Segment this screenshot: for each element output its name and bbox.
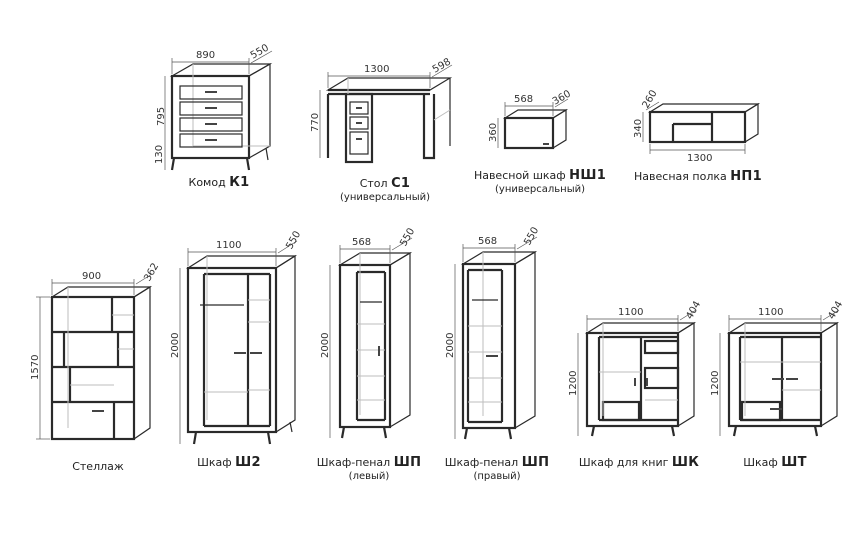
wall-cabinet-nsh1-width-dim: 568 <box>514 94 533 105</box>
caption-cabinet-sht: Шкаф ШТ <box>743 455 807 470</box>
caption-name: Комод <box>188 176 226 189</box>
caption-code: ШК <box>671 455 700 470</box>
caption-desk-c1: Стол С1 (универсальный) <box>340 176 430 204</box>
wall-cabinet-nsh1-height-dim: 360 <box>488 123 499 142</box>
bookcase-shk-depth-dim: 404 <box>684 299 703 321</box>
bookcase-shk-drawing: 1100 404 1200 <box>568 299 703 437</box>
caption-sub: (универсальный) <box>495 184 585 195</box>
caption-name: Шкаф <box>743 456 778 469</box>
dresser-k1-drawing: 890 550 795 130 <box>154 43 273 171</box>
caption-name: Шкаф-пенал <box>316 456 391 469</box>
pencil-case-left-depth-dim: 550 <box>398 226 417 248</box>
wall-shelf-np1-depth-dim: 260 <box>641 88 660 110</box>
desk-c1-depth-dim: 598 <box>431 57 453 76</box>
caption-code: ШТ <box>781 455 807 470</box>
cabinet-sht-drawing: 1100 404 1200 <box>710 299 845 437</box>
caption-code: НШ1 <box>569 168 607 183</box>
caption-sub: (левый) <box>348 471 390 482</box>
pencil-case-right-drawing: 568 550 2000 <box>445 225 541 440</box>
caption-code: ШП <box>521 455 550 470</box>
caption-name: Навесной шкаф <box>473 169 566 182</box>
caption-sub: (правый) <box>473 471 521 482</box>
desk-c1-height-dim: 770 <box>310 113 321 132</box>
cabinet-sht-depth-dim: 404 <box>826 299 845 321</box>
pencil-case-right-width-dim: 568 <box>478 236 497 247</box>
wardrobe-sh2-width-dim: 1100 <box>216 240 241 251</box>
dresser-k1-depth-dim: 550 <box>249 43 271 62</box>
caption-name: Шкаф-пенал <box>444 456 519 469</box>
pencil-case-left-height-dim: 2000 <box>320 333 331 358</box>
pencil-case-right-height-dim: 2000 <box>445 333 456 358</box>
bookcase-shk-width-dim: 1100 <box>618 307 643 318</box>
dresser-k1-width-dim: 890 <box>196 50 215 61</box>
caption-code: ШП <box>393 455 422 470</box>
cabinet-sht-width-dim: 1100 <box>758 307 783 318</box>
shelving-height-dim: 1570 <box>30 355 41 380</box>
caption-name: Шкаф для книг <box>578 456 669 469</box>
wall-shelf-np1-width-dim: 1300 <box>687 153 712 164</box>
desk-c1-drawing: 1300 598 770 <box>310 57 453 164</box>
cabinet-sht-height-dim: 1200 <box>710 371 721 396</box>
wardrobe-sh2-height-dim: 2000 <box>170 333 181 358</box>
dresser-k1-leg-dim: 130 <box>154 145 165 164</box>
caption-name: Стол <box>359 177 388 190</box>
shelving-depth-dim: 362 <box>142 261 161 283</box>
caption-name: Стеллаж <box>72 460 124 473</box>
desk-c1-width-dim: 1300 <box>364 64 389 75</box>
pencil-case-left-width-dim: 568 <box>352 237 371 248</box>
caption-name: Шкаф <box>197 456 232 469</box>
caption-bookcase-shk: Шкаф для книг ШК <box>579 455 699 470</box>
wall-shelf-np1-drawing: 260 340 1300 <box>633 88 761 164</box>
pencil-case-left-drawing: 568 550 2000 <box>320 226 417 439</box>
caption-code: К1 <box>229 175 250 190</box>
wardrobe-sh2-depth-dim: 550 <box>284 229 303 251</box>
shelving-width-dim: 900 <box>82 271 101 282</box>
caption-wardrobe-sh2: Шкаф Ш2 <box>197 455 261 470</box>
caption-code: Ш2 <box>235 455 261 470</box>
wall-cabinet-nsh1-depth-dim: 360 <box>551 89 573 108</box>
caption-wall-cabinet-nsh1: Навесной шкаф НШ1 (универсальный) <box>474 168 606 196</box>
wall-shelf-np1-height-dim: 340 <box>633 119 644 138</box>
caption-shelving: Стеллаж <box>72 459 124 474</box>
wardrobe-sh2-drawing: 1100 550 2000 <box>170 229 303 445</box>
caption-name: Навесная полка <box>634 170 727 183</box>
caption-code: С1 <box>391 176 411 191</box>
caption-sub: (универсальный) <box>340 192 430 203</box>
wall-cabinet-nsh1-drawing: 568 360 360 <box>488 89 573 150</box>
caption-pencil-case-right: Шкаф-пенал ШП (правый) <box>445 455 550 483</box>
pencil-case-right-depth-dim: 550 <box>522 225 541 247</box>
bookcase-shk-height-dim: 1200 <box>568 371 579 396</box>
caption-code: НП1 <box>730 169 762 184</box>
caption-wall-shelf-np1: Навесная полка НП1 <box>634 169 762 184</box>
caption-dresser-k1: Комод К1 <box>189 175 250 190</box>
caption-pencil-case-left: Шкаф-пенал ШП (левый) <box>317 455 422 483</box>
dresser-k1-height-dim: 795 <box>156 107 167 126</box>
shelving-unit-drawing: 900 362 1570 <box>30 261 161 441</box>
